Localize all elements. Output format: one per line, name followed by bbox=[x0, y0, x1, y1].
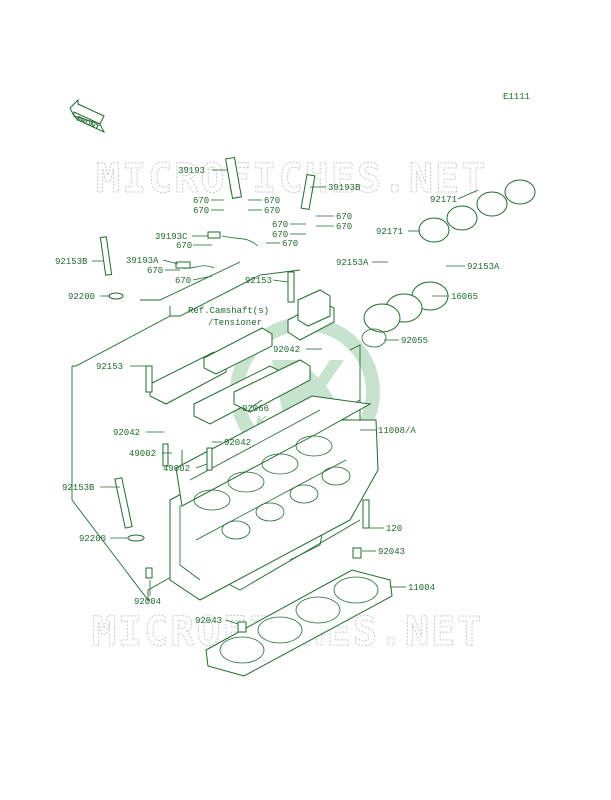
callout-39193a[interactable]: 39193A bbox=[126, 256, 159, 266]
callout-39193c[interactable]: 39193C bbox=[155, 232, 188, 242]
callout-670[interactable]: 670 bbox=[193, 196, 209, 206]
callout-92200[interactable]: 92200 bbox=[68, 292, 95, 302]
callout-49002[interactable]: 49002 bbox=[129, 449, 156, 459]
callout-670[interactable]: 670 bbox=[147, 266, 163, 276]
callout-92043[interactable]: 92043 bbox=[378, 547, 405, 557]
callout-92153[interactable]: 92153 bbox=[96, 362, 123, 372]
reference-note: Ref.Camshaft(s) /Tensioner bbox=[188, 306, 269, 328]
callout-92066[interactable]: 92066 bbox=[242, 404, 269, 414]
reference-note-line-1: Ref.Camshaft(s) bbox=[188, 306, 269, 316]
callout-670[interactable]: 670 bbox=[336, 212, 352, 222]
cylinder-head-ports bbox=[193, 435, 351, 540]
callout-670[interactable]: 670 bbox=[336, 222, 352, 232]
callout-120[interactable]: 120 bbox=[386, 524, 402, 534]
callout-670[interactable]: 670 bbox=[272, 220, 288, 230]
callout-92153a[interactable]: 92153A bbox=[467, 262, 500, 272]
callout-92043[interactable]: 92043 bbox=[195, 616, 222, 626]
callout-49002[interactable]: 49002 bbox=[163, 464, 190, 474]
callout-92153b[interactable]: 92153B bbox=[62, 483, 95, 493]
reference-note-line-2: /Tensioner bbox=[208, 318, 262, 328]
callout-92200[interactable]: 92200 bbox=[79, 534, 106, 544]
tensioner-block bbox=[297, 289, 331, 327]
callout-670[interactable]: 670 bbox=[264, 196, 280, 206]
callout-670[interactable]: 670 bbox=[193, 206, 209, 216]
callout-11008a[interactable]: 11008/A bbox=[378, 426, 416, 436]
cylinder-head bbox=[169, 395, 379, 601]
part-callouts: 39193 670 670 670 670 39193B 670 670 670… bbox=[55, 166, 500, 626]
callout-92153[interactable]: 92153 bbox=[245, 276, 272, 286]
callout-92042[interactable]: 92042 bbox=[113, 428, 140, 438]
callout-92153b[interactable]: 92153B bbox=[55, 257, 88, 267]
head-gasket bbox=[205, 569, 393, 677]
callout-11004[interactable]: 11004 bbox=[408, 583, 435, 593]
callout-39193b[interactable]: 39193B bbox=[328, 183, 361, 193]
callout-92004[interactable]: 92004 bbox=[134, 597, 161, 607]
leader-lines bbox=[92, 169, 479, 625]
holder-clamps bbox=[361, 179, 536, 348]
callout-92171[interactable]: 92171 bbox=[376, 227, 403, 237]
callout-670[interactable]: 670 bbox=[176, 241, 192, 251]
callout-92171[interactable]: 92171 bbox=[430, 195, 457, 205]
callout-670[interactable]: 670 bbox=[175, 276, 191, 286]
callout-92042[interactable]: 92042 bbox=[273, 345, 300, 355]
callout-92055[interactable]: 92055 bbox=[401, 336, 428, 346]
callout-92153a[interactable]: 92153A bbox=[336, 258, 369, 268]
callout-670[interactable]: 670 bbox=[264, 206, 280, 216]
diagram-id: E1111 bbox=[503, 92, 530, 102]
callout-92042[interactable]: 92042 bbox=[224, 438, 251, 448]
callout-39193[interactable]: 39193 bbox=[178, 166, 205, 176]
callout-670[interactable]: 670 bbox=[282, 239, 298, 249]
callout-16065[interactable]: 16065 bbox=[451, 292, 478, 302]
front-arrow-icon: FRONT bbox=[69, 98, 106, 134]
watermark-top: MICROFICHES.NET bbox=[96, 156, 487, 202]
callout-670[interactable]: 670 bbox=[272, 230, 288, 240]
bolts bbox=[99, 156, 370, 633]
